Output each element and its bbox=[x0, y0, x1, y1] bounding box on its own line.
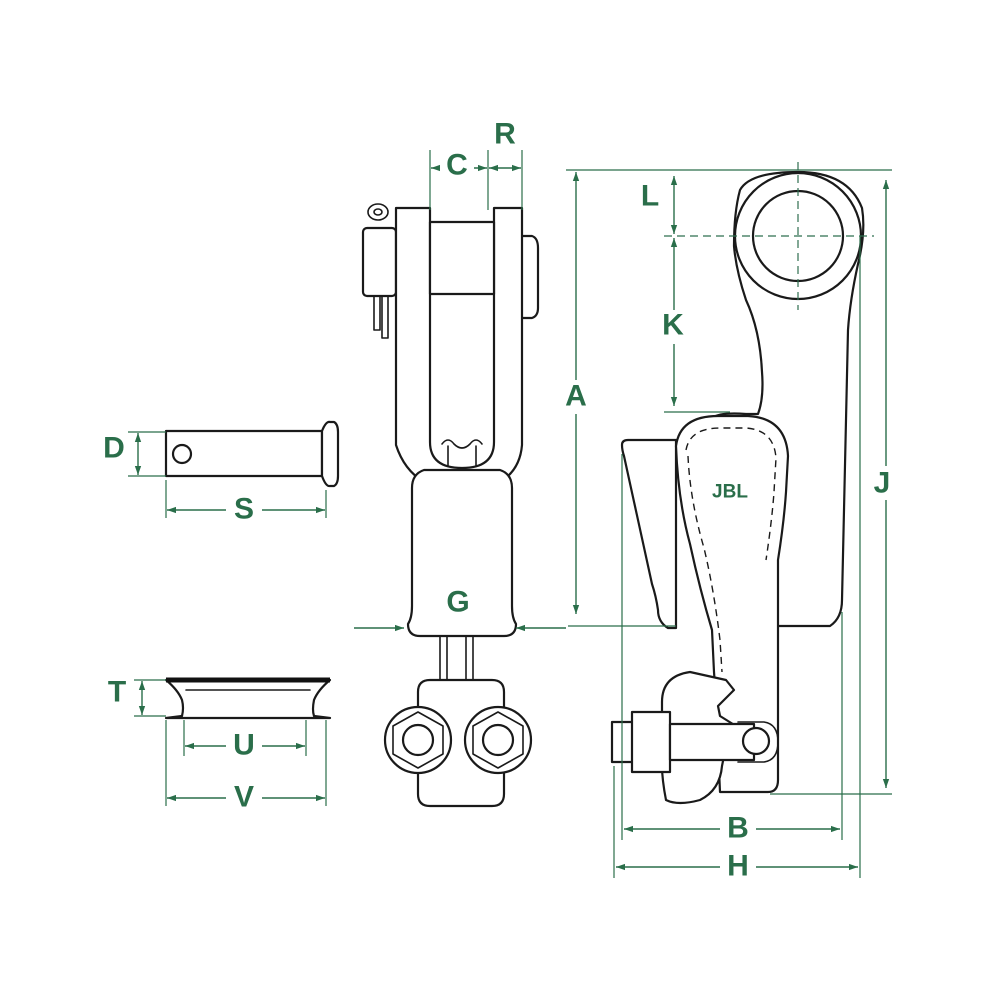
dim-label-g: G bbox=[446, 586, 469, 619]
eye-centerlines bbox=[664, 162, 874, 310]
extension-lines bbox=[128, 150, 892, 878]
dim-label-r: R bbox=[494, 118, 516, 151]
dim-label-b: B bbox=[727, 812, 749, 845]
dim-label-v: V bbox=[234, 781, 254, 814]
brand-mark: JBL bbox=[712, 482, 748, 503]
dim-label-h: H bbox=[727, 850, 749, 883]
clevis-pin bbox=[164, 420, 340, 488]
dim-label-a: A bbox=[565, 380, 587, 413]
cotter-pin bbox=[361, 203, 398, 339]
dim-label-l: L bbox=[641, 180, 659, 213]
dim-label-s: S bbox=[234, 493, 254, 526]
dimension-labels: C R D S T U V G A L K J B H JBL bbox=[103, 118, 902, 884]
dim-label-k: K bbox=[662, 309, 684, 342]
hex-nut-right bbox=[463, 705, 533, 775]
dim-label-j: J bbox=[874, 467, 891, 500]
dim-label-t: T bbox=[108, 676, 126, 709]
dim-label-d: D bbox=[103, 432, 125, 465]
hex-nut-left bbox=[383, 705, 453, 775]
dim-label-c: C bbox=[446, 149, 468, 182]
sheave-section bbox=[164, 677, 332, 720]
clevis-front-view bbox=[361, 203, 540, 808]
dim-label-u: U bbox=[233, 729, 255, 762]
